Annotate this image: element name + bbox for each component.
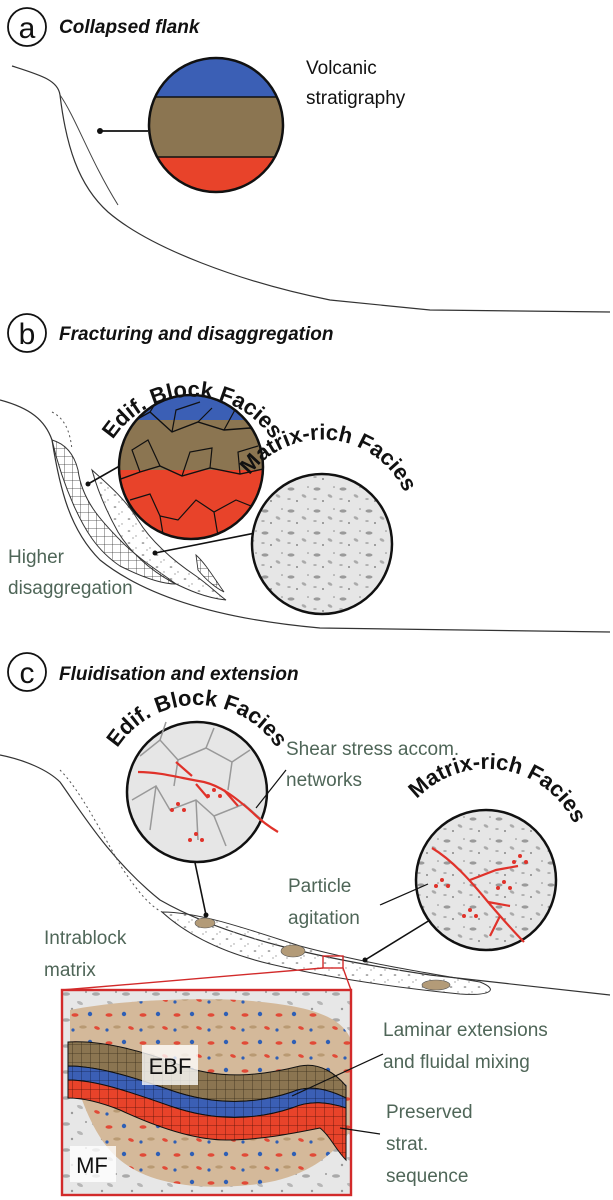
- panel-a: a Collapsed flank Volcanic stratigraphy: [7, 7, 611, 313]
- inset-zoom-left: [61, 967, 324, 991]
- shear-label-line2: networks: [286, 770, 362, 791]
- panel-a-title: Collapsed flank: [59, 17, 201, 38]
- preserved-label-line3: sequence: [386, 1166, 468, 1187]
- panel-b-letter-circle: [7, 313, 47, 353]
- panel-b-slope-outer: [0, 399, 611, 633]
- strat-tan-layer: [149, 97, 283, 157]
- panel-a-strat-circle: [149, 58, 283, 192]
- strat-blue-layer: [149, 58, 283, 97]
- panel-b-label-line1: Higher: [8, 547, 65, 568]
- inset-source-box: [322, 955, 344, 969]
- panel-b-label-line2: disaggregation: [8, 578, 133, 599]
- panel-c-runout-deposit: [160, 911, 491, 995]
- panel-a-leader-dot: [97, 128, 103, 134]
- panel-a-letter-circle: [7, 7, 47, 47]
- panel-b-headscarp: [51, 411, 73, 451]
- laminar-leader: [291, 1053, 384, 1097]
- inset-zoom-right: [342, 967, 352, 991]
- panel-a-letter: a: [19, 12, 36, 45]
- particle-label-line2: agitation: [288, 908, 360, 929]
- laminar-label-line2: and fluidal mixing: [383, 1052, 530, 1073]
- panel-c-letter: c: [20, 657, 35, 690]
- shear-leader: [255, 769, 287, 809]
- panel-c-title: Fluidisation and extension: [59, 664, 299, 685]
- inset-ebf-label-bg: [142, 1045, 198, 1085]
- panel-c-mrf-agitation-marks: [434, 854, 528, 918]
- laminar-label-line1: Laminar extensions: [383, 1020, 548, 1041]
- panel-c-headscarp: [59, 769, 163, 913]
- shear-label-line1: Shear stress accom.: [286, 739, 459, 760]
- panel-b-mrf-deposit: [91, 468, 227, 601]
- panel-c-ebf-shear-network: [137, 761, 279, 833]
- preserved-label-line2: strat.: [386, 1134, 428, 1155]
- panel-a-slope-inner: [59, 94, 119, 206]
- preserved-leader: [339, 1127, 381, 1135]
- inset-box: EBF MF: [60, 988, 353, 1197]
- inset-mf-label: MF: [76, 1153, 108, 1178]
- preserved-label-line1: Preserved: [386, 1102, 473, 1123]
- panel-c-ebf-fractures: [131, 721, 263, 847]
- panel-c: c Fluidisation and extension Edif. Block: [0, 652, 611, 1197]
- intrablock-label-line2: matrix: [44, 960, 96, 981]
- panel-c-mrf-leader: [364, 919, 431, 961]
- panel-c-ebf-agitation-marks: [170, 788, 222, 842]
- inset-red-band: [67, 1079, 347, 1162]
- particle-label-line1: Particle: [288, 876, 351, 897]
- panel-c-letter-circle: [7, 652, 47, 692]
- panel-a-label-line2: stratigraphy: [306, 88, 406, 109]
- panel-b: b Fracturing and disaggregation Edif. Bl…: [0, 313, 611, 633]
- panel-c-ebf-circle: [125, 720, 269, 864]
- panel-c-ebf-leader: [193, 857, 207, 916]
- panel-a-slope-outer: [11, 65, 611, 313]
- panel-c-mrf-shear-network: [431, 847, 525, 943]
- particle-leader: [379, 883, 429, 906]
- panel-b-mrf-leader: [154, 532, 256, 554]
- panel-b-slab: [195, 553, 225, 593]
- inset-mf-label-bg: [70, 1146, 116, 1182]
- intrablock-label-line1: Intrablock: [44, 928, 127, 949]
- panel-b-letter: b: [19, 318, 36, 351]
- panel-b-title: Fracturing and disaggregation: [59, 324, 333, 345]
- panel-a-label-line1: Volcanic: [306, 58, 377, 79]
- inset-ebf-label: EBF: [149, 1054, 192, 1079]
